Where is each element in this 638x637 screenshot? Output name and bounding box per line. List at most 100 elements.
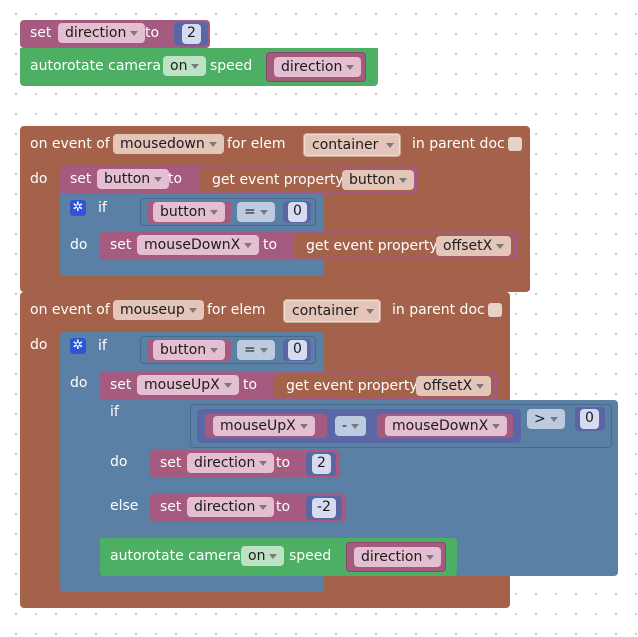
element-value: container bbox=[312, 137, 379, 153]
event-type-dropdown[interactable]: mousedown bbox=[113, 134, 224, 154]
set-keyword: set bbox=[160, 499, 182, 515]
in-parent-doc-checkbox[interactable] bbox=[508, 137, 522, 151]
variable-block[interactable]: mouseDownX bbox=[377, 414, 513, 438]
number-block[interactable]: 2 bbox=[174, 22, 208, 46]
get-event-property-label: get event property bbox=[212, 172, 344, 188]
number-block[interactable]: 2 bbox=[306, 452, 336, 476]
variable-name: button bbox=[104, 171, 151, 187]
variable-name: mouseDownX bbox=[144, 237, 241, 253]
variable-dropdown[interactable]: direction bbox=[187, 497, 275, 517]
chevron-down-icon bbox=[259, 505, 268, 510]
chevron-down-icon bbox=[269, 554, 278, 559]
speed-variable-block[interactable]: direction bbox=[266, 52, 366, 82]
get-event-property-block[interactable]: get event property button bbox=[200, 168, 415, 192]
number-field[interactable]: 0 bbox=[580, 409, 599, 429]
property-dropdown[interactable]: offsetX bbox=[416, 376, 492, 396]
do-label: do bbox=[70, 237, 88, 253]
chevron-down-icon bbox=[476, 384, 485, 389]
compare-block[interactable]: button = 0 bbox=[140, 336, 316, 364]
subtract-block[interactable]: mouseUpX - mouseDownX bbox=[197, 409, 521, 443]
do-label: do bbox=[110, 454, 128, 470]
variable-dropdown[interactable]: button bbox=[97, 169, 170, 189]
number-field[interactable]: -2 bbox=[312, 498, 336, 518]
set-keyword: set bbox=[30, 25, 52, 41]
variable-name: mouseUpX bbox=[144, 377, 220, 393]
number-block[interactable]: 0 bbox=[283, 201, 311, 223]
operator-value: = bbox=[244, 204, 256, 220]
variable-dropdown[interactable]: mouseUpX bbox=[213, 416, 315, 436]
chevron-down-icon bbox=[244, 243, 253, 248]
property-value: offsetX bbox=[443, 238, 493, 254]
variable-dropdown[interactable]: mouseUpX bbox=[137, 375, 239, 395]
number-block[interactable]: -2 bbox=[306, 496, 342, 520]
element-dropdown[interactable]: container bbox=[283, 299, 382, 323]
property-dropdown[interactable]: offsetX bbox=[436, 236, 512, 256]
property-dropdown[interactable]: button bbox=[342, 170, 415, 190]
speed-label: speed bbox=[289, 548, 332, 564]
variable-name: direction bbox=[194, 455, 256, 471]
variable-name: button bbox=[160, 342, 207, 358]
autorotate-state-dropdown[interactable]: on bbox=[241, 546, 285, 566]
number-block[interactable]: 0 bbox=[283, 339, 311, 361]
variable-block[interactable]: button bbox=[147, 201, 231, 223]
set-mouseupx-block[interactable]: set mouseUpX to get event property offse… bbox=[100, 372, 498, 400]
variable-dropdown[interactable]: button bbox=[153, 202, 226, 222]
variable-dropdown[interactable]: direction bbox=[58, 23, 146, 43]
variable-name: button bbox=[160, 204, 207, 220]
on-event-of-label: on event of bbox=[30, 302, 110, 318]
variable-dropdown[interactable]: direction bbox=[274, 57, 362, 77]
operator-value: > bbox=[534, 411, 546, 427]
do-label: do bbox=[70, 375, 88, 391]
do-label: do bbox=[30, 171, 48, 187]
property-value: button bbox=[349, 172, 396, 188]
math-operator-dropdown[interactable]: - bbox=[335, 416, 367, 436]
autorotate-state-dropdown[interactable]: on bbox=[163, 56, 207, 76]
chevron-down-icon bbox=[351, 424, 360, 429]
number-field[interactable]: 0 bbox=[288, 202, 307, 222]
autorotate-camera-label: autorotate camera bbox=[110, 548, 242, 564]
number-field[interactable]: 0 bbox=[288, 340, 307, 360]
set-direction-block[interactable]: set direction to 2 bbox=[20, 20, 210, 48]
number-field[interactable]: 2 bbox=[312, 454, 331, 474]
chevron-down-icon bbox=[130, 31, 139, 36]
greater-than-block[interactable]: mouseUpX - mouseDownX > 0 bbox=[190, 404, 612, 448]
gear-icon[interactable]: ✲ bbox=[70, 200, 86, 216]
element-value: container bbox=[292, 303, 359, 319]
gear-icon[interactable]: ✲ bbox=[70, 338, 86, 354]
autorotate-camera-block[interactable]: autorotate camera on speed direction bbox=[100, 538, 457, 576]
autorotate-camera-block[interactable]: autorotate camera on speed direction bbox=[20, 48, 378, 86]
speed-variable-block[interactable]: direction bbox=[346, 542, 446, 572]
set-direction-then-block[interactable]: set direction to 2 bbox=[150, 450, 340, 478]
variable-dropdown[interactable]: mouseDownX bbox=[137, 235, 260, 255]
number-field[interactable]: 2 bbox=[182, 24, 201, 44]
operator-dropdown[interactable]: = bbox=[237, 202, 275, 222]
compare-block[interactable]: button = 0 bbox=[140, 198, 316, 226]
if-keyword: if bbox=[98, 338, 107, 354]
get-event-property-block[interactable]: get event property offsetX bbox=[294, 234, 514, 258]
chevron-down-icon bbox=[154, 177, 163, 182]
variable-dropdown[interactable]: mouseDownX bbox=[385, 416, 508, 436]
if-keyword: if bbox=[110, 404, 119, 420]
variable-dropdown[interactable]: direction bbox=[187, 453, 275, 473]
set-mousedownx-block[interactable]: set mouseDownX to get event property off… bbox=[100, 232, 518, 260]
variable-block[interactable]: mouseUpX bbox=[205, 414, 327, 438]
number-block[interactable]: 0 bbox=[575, 407, 605, 431]
on-event-of-label: on event of bbox=[30, 136, 110, 152]
in-parent-doc-label: in parent doc bbox=[392, 302, 485, 318]
variable-dropdown[interactable]: direction bbox=[354, 547, 442, 567]
chevron-down-icon bbox=[188, 308, 197, 313]
variable-dropdown[interactable]: button bbox=[153, 340, 226, 360]
variable-name: mouseDownX bbox=[392, 418, 489, 434]
in-parent-doc-checkbox[interactable] bbox=[488, 303, 502, 317]
do-label: do bbox=[30, 337, 48, 353]
event-type-dropdown[interactable]: mouseup bbox=[113, 300, 204, 320]
operator-dropdown[interactable]: = bbox=[237, 340, 275, 360]
set-button-block[interactable]: set button to get event property button bbox=[60, 166, 418, 194]
chevron-down-icon bbox=[496, 244, 505, 249]
get-event-property-block[interactable]: get event property offsetX bbox=[274, 374, 494, 398]
variable-block[interactable]: button bbox=[147, 339, 231, 361]
set-direction-else-block[interactable]: set direction to -2 bbox=[150, 494, 346, 522]
element-dropdown[interactable]: container bbox=[303, 133, 402, 157]
compare-operator-dropdown[interactable]: > bbox=[527, 409, 565, 429]
else-label: else bbox=[110, 498, 139, 514]
